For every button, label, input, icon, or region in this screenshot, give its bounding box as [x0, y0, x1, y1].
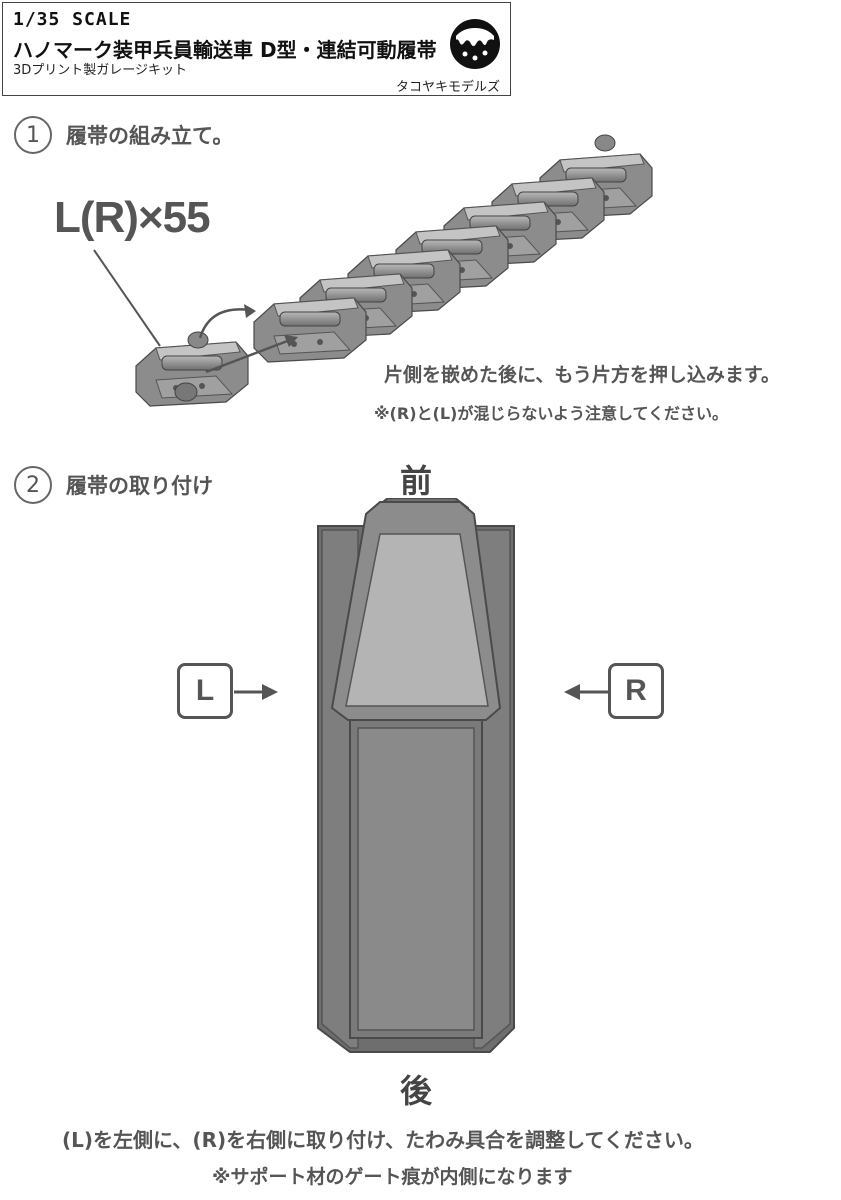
right-side-box: R [608, 663, 664, 719]
step2-title: 履帯の取り付け [66, 474, 213, 498]
step2-caution: ※サポート材のゲート痕が内側になります [212, 1166, 573, 1188]
step1-number: 1 [14, 116, 52, 154]
maker-logo-icon [450, 19, 500, 69]
kit-subtitle: 3Dプリント製ガレージキット [13, 63, 188, 78]
step1-title: 履帯の組み立て。 [66, 124, 234, 148]
track-assembly-illustration [135, 134, 653, 407]
header-box: 1/35 SCALE ハノマーク装甲兵員輸送車 D型・連結可動履帯 3Dプリント… [2, 2, 511, 96]
step1-heading: 1 履帯の組み立て。 [14, 116, 233, 154]
right-arrow-icon [564, 684, 608, 700]
left-arrow-icon [234, 684, 278, 700]
scale-label: 1/35 SCALE [13, 9, 132, 30]
kit-title: ハノマーク装甲兵員輸送車 D型・連結可動履帯 [13, 38, 437, 62]
step1-note: 片側を嵌めた後に、もう片方を押し込みます。 [384, 364, 780, 386]
step2-number: 2 [14, 466, 52, 504]
step2-note: (L)を左側に、(R)を右側に取り付け、たわみ具合を調整してください。 [62, 1128, 704, 1152]
rear-label: 後 [400, 1072, 433, 1110]
front-label: 前 [400, 462, 433, 500]
left-side-box: L [177, 663, 233, 719]
step2-heading: 2 履帯の取り付け [14, 466, 213, 504]
track-count-label: L(R)×55 [54, 193, 211, 242]
hull-top-view [317, 498, 515, 1053]
step1-caution: ※(R)と(L)が混じらないよう注意してください。 [374, 404, 729, 423]
maker-name: タコヤキモデルズ [395, 80, 500, 95]
